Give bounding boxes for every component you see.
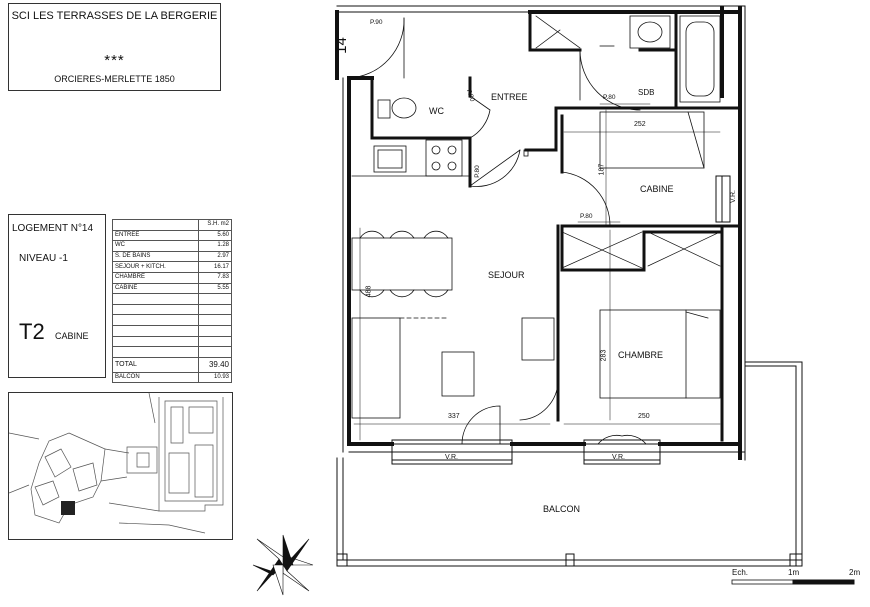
total-value: 39.40 — [198, 356, 232, 373]
row-value: 2.97 — [198, 250, 232, 263]
table-row — [112, 324, 232, 337]
unit-type-suffix: CABINE — [55, 331, 89, 341]
fixtures — [351, 15, 721, 419]
company-name: SCI LES TERRASSES DE LA BERGERIE — [11, 10, 218, 22]
scale-bar — [731, 579, 855, 585]
windows — [391, 175, 731, 465]
door-label-p80-cabine: P.80 — [580, 213, 593, 220]
dim-chambre-width: 250 — [638, 413, 650, 420]
dimension-lines — [353, 103, 721, 441]
table-row — [112, 314, 232, 326]
niveau-label: NIVEAU -1 — [19, 253, 68, 264]
row-value: 16.17 — [198, 261, 232, 273]
room-label-sdb: SDB — [638, 88, 655, 97]
interior-walls — [370, 10, 742, 442]
room-label-wc: WC — [429, 106, 444, 116]
balcon-value: 10.93 — [198, 371, 232, 384]
shutter-label-sejour: V.R. — [445, 454, 458, 461]
table-row — [112, 303, 232, 316]
shutter-label-cabine: V.R. — [729, 190, 737, 203]
dim-chambre-height: 283 — [600, 349, 608, 362]
row-value: 5.55 — [198, 282, 232, 295]
room-label-balcon: BALCON — [543, 504, 581, 514]
dim-sejour-width: 337 — [448, 413, 460, 420]
room-label-cabine: CABINE — [640, 184, 674, 194]
door-label-p80-sdb: P.80 — [603, 94, 616, 101]
site-location-map — [8, 392, 233, 540]
unit-location-marker — [61, 501, 75, 515]
unit-block: LOGEMENT N°14 NIVEAU -1 T2 CABINE — [8, 214, 106, 378]
room-label-chambre: CHAMBRE — [618, 350, 664, 360]
exterior-walls — [335, 6, 742, 460]
dim-cabine-height: 187 — [598, 163, 606, 176]
doors — [348, 17, 647, 445]
logement-number: LOGEMENT N°14 — [12, 223, 94, 234]
balcony-outline — [336, 361, 803, 567]
table-row — [112, 335, 232, 348]
door-label-p80-entree: P.80 — [473, 165, 481, 178]
door-label-p90: P.90 — [370, 19, 383, 26]
site-map-drawing — [9, 393, 224, 534]
scale-mark-2m: 2m — [849, 568, 861, 577]
dim-cabine-width: 252 — [634, 121, 646, 128]
wardrobe-hatching — [535, 15, 721, 269]
row-value: 7.83 — [198, 271, 232, 284]
north-arrow-icon — [252, 534, 314, 596]
room-label-sejour: SEJOUR — [488, 270, 525, 280]
unit-type: T2 — [19, 319, 45, 344]
rating-stars: *** — [104, 52, 125, 69]
shutter-label-chambre: V.R. — [612, 454, 625, 461]
location-label: ORCIERES-MERLETTE 1850 — [54, 74, 175, 84]
unit-number: 14 — [332, 37, 350, 54]
dim-sejour-height: 488 — [365, 285, 373, 298]
title-block: SCI LES TERRASSES DE LA BERGERIE *** ORC… — [8, 3, 221, 91]
table-row: SEJOUR + KITCH.16.17 — [112, 261, 232, 273]
table-row — [112, 293, 232, 305]
scale-label: Ech. — [732, 568, 749, 577]
room-label-entree: ENTREE — [491, 92, 528, 102]
scale-mark-1m: 1m — [788, 568, 800, 577]
